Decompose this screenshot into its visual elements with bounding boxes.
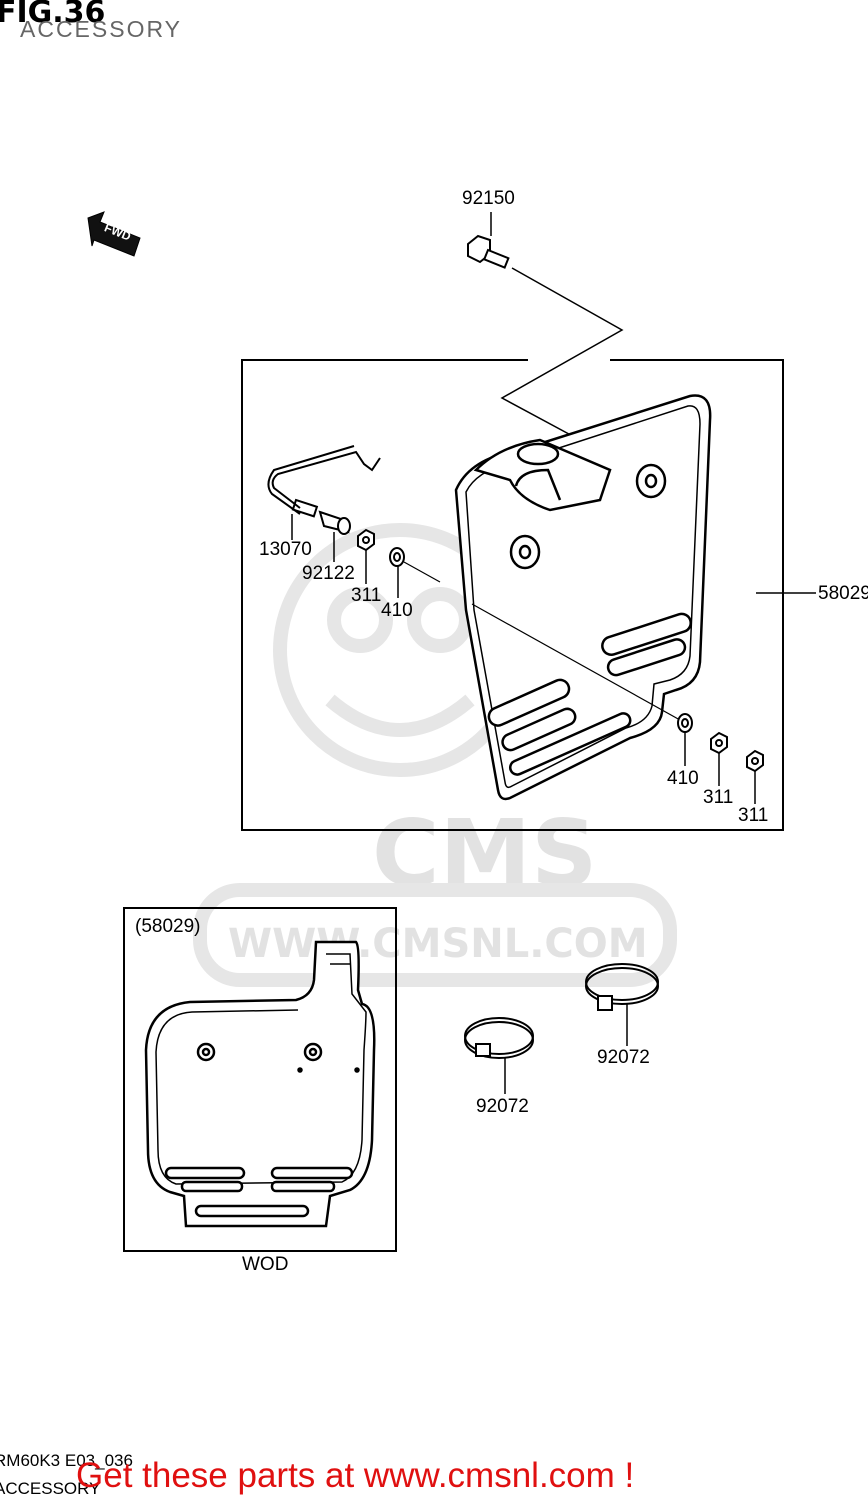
promo-link[interactable]: Get these parts at www.cmsnl.com ! xyxy=(76,1456,635,1495)
hardware-axis-line xyxy=(471,603,681,721)
part-label-collar[interactable]: 92122 xyxy=(302,563,355,584)
fwd-arrow-icon xyxy=(87,211,141,257)
part-label-band-1[interactable]: 92072 xyxy=(476,1096,529,1117)
part-label-washer-right[interactable]: 410 xyxy=(667,768,699,789)
washer-right-part-icon xyxy=(677,713,693,733)
number-plate-part-icon xyxy=(454,394,712,801)
figure-number: FIG.36 xyxy=(0,0,106,30)
nut-left-part-icon xyxy=(357,528,375,552)
variant-plate-part-icon xyxy=(144,940,376,1228)
part-label-plate-assy[interactable]: 58029 xyxy=(818,583,868,604)
bolt-part-icon xyxy=(467,234,510,269)
washer-left-part-icon xyxy=(389,547,405,567)
part-label-nut-right-1[interactable]: 311 xyxy=(703,787,734,808)
variant-box-label: (58029) xyxy=(135,916,201,937)
part-label-nut-right-2[interactable]: 311 xyxy=(738,805,769,826)
part-label-band-2[interactable]: 92072 xyxy=(597,1047,650,1068)
nut-right-1-part-icon xyxy=(710,731,728,755)
washer-left-axis xyxy=(403,561,441,583)
collar-part-icon xyxy=(318,510,351,535)
nut-right-2-part-icon xyxy=(746,749,764,773)
main-frame xyxy=(241,359,784,831)
band-1-part-icon xyxy=(464,1017,534,1059)
part-label-stay[interactable]: 13070 xyxy=(259,539,312,560)
watermark-url-text: WWW.CMSNL.COM xyxy=(228,921,648,967)
footer-code: RM60K3 E03_036 xyxy=(0,1451,133,1470)
stay-rod-part-icon xyxy=(267,445,381,518)
band-2-part-icon xyxy=(585,963,659,1011)
figure-subtitle: ACCESSORY xyxy=(20,16,183,42)
part-label-bolt[interactable]: 92150 xyxy=(462,188,515,209)
part-label-washer-left[interactable]: 410 xyxy=(381,600,413,621)
variant-frame xyxy=(123,907,397,1252)
footer-section: ACCESSORY xyxy=(0,1479,101,1498)
variant-box-caption: WOD xyxy=(242,1254,289,1275)
part-label-nut-left[interactable]: 311 xyxy=(351,585,382,606)
